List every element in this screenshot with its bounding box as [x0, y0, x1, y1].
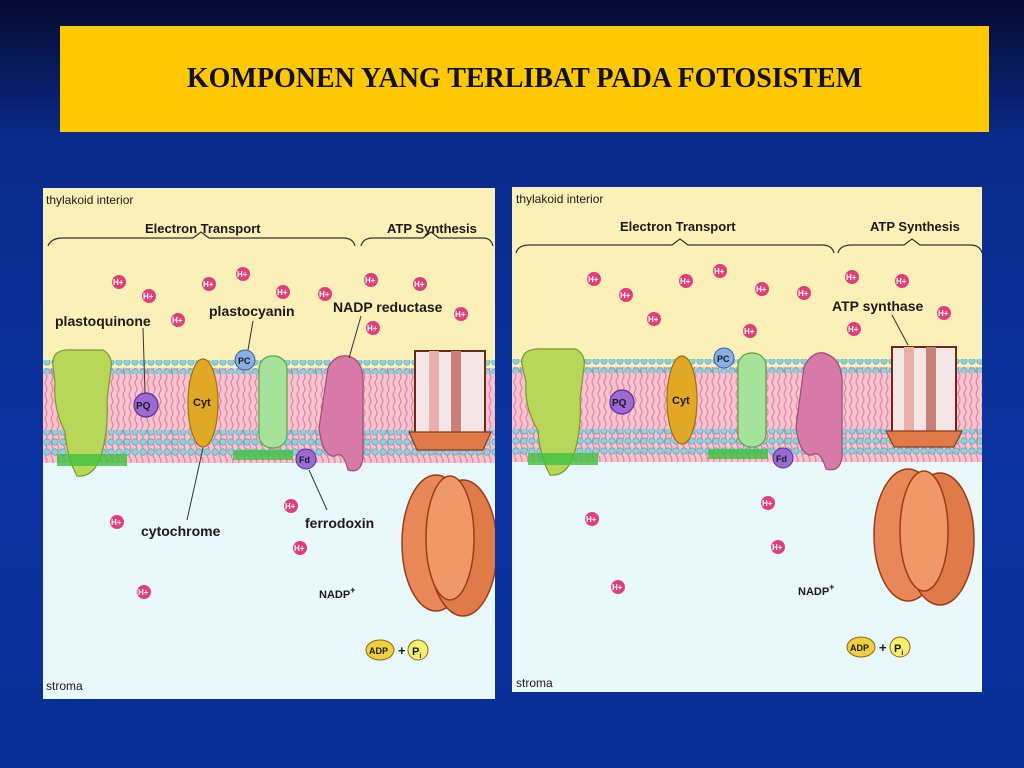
pq-molecule	[133, 392, 159, 418]
nadp-reductase-shape	[795, 352, 843, 471]
label-atp-synthesis: ATP Synthesis	[387, 221, 477, 236]
svg-text:H+: H+	[772, 543, 783, 552]
photosystem-i-shape	[737, 352, 767, 448]
svg-text:H+: H+	[277, 288, 288, 297]
adp-label: ADP	[369, 646, 388, 656]
pc-label: PC	[238, 356, 251, 366]
pi-molecule	[889, 636, 911, 658]
pc-molecule	[234, 349, 256, 371]
label-thylakoid-interior: thylakoid interior	[46, 193, 133, 207]
svg-text:H+: H+	[414, 280, 425, 289]
fd-molecule	[772, 447, 794, 469]
svg-text:H+: H+	[319, 290, 330, 299]
pc-molecule	[713, 347, 735, 369]
label-electron-transport: Electron Transport	[620, 219, 736, 234]
svg-text:H+: H+	[744, 327, 755, 336]
photosystem-i-shape	[258, 355, 288, 449]
atp-synthase-channel	[414, 350, 486, 436]
svg-text:H+: H+	[848, 325, 859, 334]
label-stroma: stroma	[46, 679, 83, 693]
pi-label: Pi	[412, 646, 421, 660]
label-ferrodoxin: ferrodoxin	[305, 515, 374, 531]
svg-text:H+: H+	[798, 289, 809, 298]
h-ion-labels-right: H+ H+ H+ H+ H+ H+ H+ H+ H+ H+ H+ H+ H+ H…	[586, 267, 949, 592]
label-electron-transport: Electron Transport	[145, 221, 261, 236]
pq-molecule	[609, 389, 635, 415]
adp-plus: +	[879, 640, 887, 655]
svg-text:H+: H+	[285, 502, 296, 511]
nadp-text: NADP+	[798, 582, 834, 598]
adp-molecule	[365, 639, 395, 661]
fd-label: Fd	[776, 454, 787, 464]
label-plastoquinone: plastoquinone	[55, 313, 151, 329]
label-cytochrome: cytochrome	[141, 523, 221, 539]
thylakoid-diagram-right: thylakoid interior stroma Electron Trans…	[512, 187, 982, 692]
h-ions-left	[110, 267, 468, 599]
svg-text:H+: H+	[938, 309, 949, 318]
diagram-panel-right: thylakoid interior stroma Electron Trans…	[512, 187, 982, 692]
thylakoid-interior-region	[43, 188, 495, 368]
h-ion-labels-left: H+ H+ H+ H+ H+ H+ H+ H+ H+ H+ H+ H+ H+ H…	[111, 270, 466, 597]
pc-label: PC	[717, 354, 730, 364]
h-ions-right	[585, 264, 951, 594]
svg-text:H+: H+	[756, 285, 767, 294]
svg-text:H+: H+	[203, 280, 214, 289]
svg-text:H+: H+	[612, 583, 623, 592]
svg-text:H+: H+	[138, 588, 149, 597]
bracket-atp-synthesis	[837, 238, 982, 254]
thylakoid-diagram-left: thylakoid interior stroma Electron Trans…	[43, 188, 495, 699]
svg-text:H+: H+	[762, 499, 773, 508]
svg-text:H+: H+	[365, 276, 376, 285]
cytochrome-shape	[187, 358, 219, 448]
fd-molecule	[295, 448, 317, 470]
atp-synthase-channel	[891, 346, 957, 434]
bracket-electron-transport	[47, 231, 356, 247]
nadp-text: NADP+	[319, 585, 355, 601]
slide-title: KOMPONEN YANG TERLIBAT PADA FOTOSISTEM	[186, 63, 863, 94]
label-atp-synthesis: ATP Synthesis	[870, 219, 960, 234]
cyt-label: Cyt	[193, 397, 211, 409]
pq-label: PQ	[612, 398, 627, 409]
label-stroma: stroma	[516, 676, 553, 690]
svg-text:H+: H+	[620, 291, 631, 300]
pi-label: Pi	[894, 643, 903, 657]
bracket-atp-synthesis	[360, 231, 494, 247]
cyt-label: Cyt	[672, 395, 690, 407]
svg-text:H+: H+	[896, 277, 907, 286]
label-thylakoid-interior: thylakoid interior	[516, 192, 603, 206]
svg-text:H+: H+	[111, 518, 122, 527]
svg-text:H+: H+	[680, 277, 691, 286]
svg-text:H+: H+	[172, 316, 183, 325]
pi-molecule	[407, 639, 429, 661]
label-plastocyanin: plastocyanin	[209, 303, 295, 319]
thylakoid-interior-region	[512, 187, 982, 367]
fd-label: Fd	[299, 455, 310, 465]
bracket-electron-transport	[515, 238, 835, 254]
svg-text:H+: H+	[588, 275, 599, 284]
nadp-reductase-shape	[318, 355, 364, 472]
svg-text:H+: H+	[367, 324, 378, 333]
title-banner: KOMPONEN YANG TERLIBAT PADA FOTOSISTEM	[60, 26, 989, 132]
cytochrome-shape	[666, 355, 698, 445]
svg-text:H+: H+	[143, 292, 154, 301]
svg-text:H+: H+	[455, 310, 466, 319]
label-atp-synthase: ATP synthase	[832, 298, 924, 314]
svg-text:H+: H+	[237, 270, 248, 279]
svg-text:H+: H+	[113, 278, 124, 287]
pq-label: PQ	[136, 401, 151, 412]
svg-text:H+: H+	[294, 544, 305, 553]
svg-text:H+: H+	[846, 273, 857, 282]
adp-plus: +	[398, 643, 406, 658]
adp-molecule	[846, 636, 876, 658]
svg-text:H+: H+	[714, 267, 725, 276]
svg-text:H+: H+	[648, 315, 659, 324]
svg-text:H+: H+	[586, 515, 597, 524]
label-nadp-reductase: NADP reductase	[333, 299, 443, 315]
diagram-panel-left: thylakoid interior stroma Electron Trans…	[43, 188, 495, 699]
adp-label: ADP	[850, 643, 869, 653]
